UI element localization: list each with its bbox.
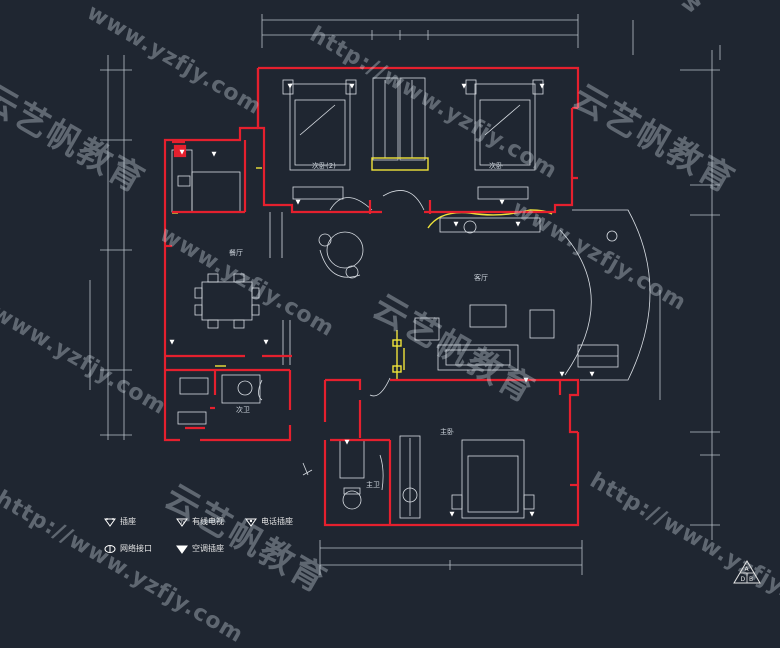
- badge-letter-right: B: [749, 576, 753, 583]
- legend-item-socket: 插座: [104, 516, 136, 527]
- room-label-bath-2: 次卫: [236, 405, 250, 415]
- legend-label-network: 网络接口: [120, 543, 152, 554]
- badge-letter-left: D: [741, 576, 746, 583]
- room-label-living: 客厅: [474, 273, 488, 283]
- socket-icon: [104, 517, 116, 527]
- floor-plan-canvas: 次卧(2) 次卧 餐厅 客厅 次卫 主卧 主卫 插座 TV 有线电视 电话插座 …: [0, 0, 780, 587]
- room-label-master-bath: 主卫: [366, 480, 380, 490]
- ac-socket-icon: [176, 544, 188, 554]
- room-label-bedroom-1: 次卧: [489, 161, 503, 171]
- compass-badge-icon: A D B: [733, 560, 761, 584]
- room-label-bedroom-2: 次卧(2): [312, 161, 336, 171]
- room-label-dining: 餐厅: [229, 248, 243, 258]
- badge-letter-top: A: [745, 566, 750, 573]
- legend-label-socket: 插座: [120, 516, 136, 527]
- room-label-master-bedroom: 主卧: [440, 427, 454, 437]
